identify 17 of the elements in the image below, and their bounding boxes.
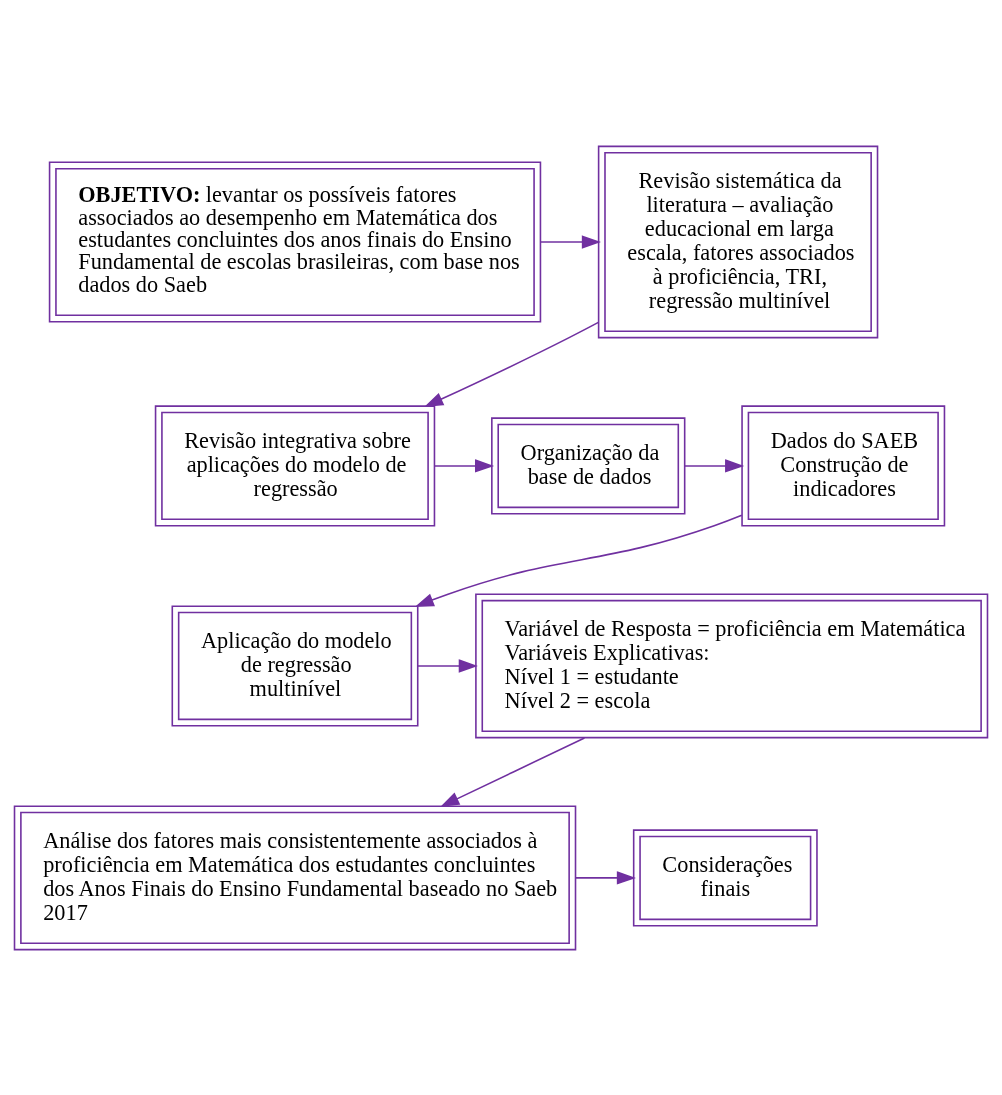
- arrow: [539, 234, 601, 249]
- node-box: Revisão sistemática da literatura – avaliação educacional em larga escala, fatores associados à proficiência, TRI, regressão multinível: [597, 145, 879, 338]
- arrow: [414, 513, 743, 607]
- node-box: OBJETIVO: levantar os possíveis fatores associados ao desempenho em Matemática dos estudantes concluintes dos anos finais do Ensino Fundamental de escolas brasileiras, com base nos dados do Saeb: [48, 161, 542, 322]
- node-box: Aplicação do modelo de regressão multinível: [171, 604, 419, 726]
- node-box: Considerações finais: [632, 828, 818, 926]
- arrow: [417, 658, 478, 673]
- node-box: Revisão integrativa sobre aplicações do modelo de regressão: [154, 404, 436, 526]
- arrow: [684, 458, 745, 473]
- node-box: Variável de Resposta = proficiência em Matemática Variáveis Explicativas: Nível 1 = estudante Nível 2 = escola: [475, 592, 989, 738]
- arrow: [440, 736, 586, 807]
- arrow: [424, 321, 600, 407]
- arrow: [574, 870, 636, 885]
- node-box: Análise dos fatores mais consistentemente associados à proficiência em Matemática dos estudantes concluintes dos Anos Finais do Ensino Fundamental baseado no Saeb 2017: [13, 804, 577, 950]
- node-box: Organização da base de dados: [491, 416, 686, 515]
- arrow: [433, 458, 495, 473]
- node-box: Dados do SAEB Construção de indicadores: [741, 404, 946, 526]
